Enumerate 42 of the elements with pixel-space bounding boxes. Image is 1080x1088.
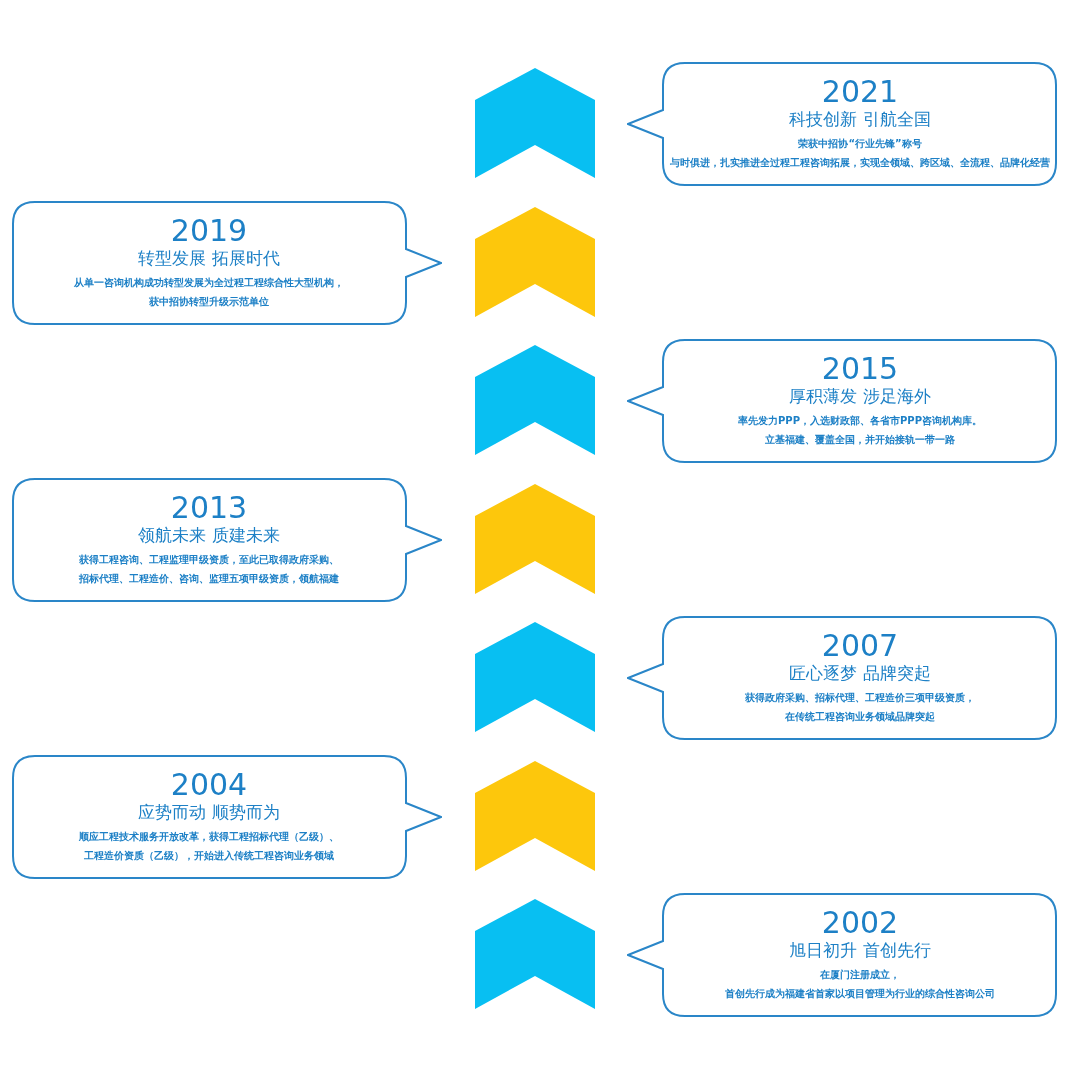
description: 工程造价资质（乙级），开始进入传统工程咨询业务领域: [84, 848, 334, 863]
speech-bubble: [12, 754, 442, 879]
speech-bubble: [12, 477, 442, 602]
subtitle: 应势而动 顺势而为: [138, 800, 280, 823]
chevron-block: [475, 483, 595, 594]
chevron-block: [475, 345, 595, 455]
description: 顺应工程技术服务开放改革，获得工程招标代理（乙级）、: [79, 829, 339, 844]
chevron-block: [475, 760, 595, 871]
speech-bubble: [627, 616, 1057, 740]
speech-bubble: [12, 200, 442, 325]
description: 招标代理、工程造价、咨询、监理五项甲级资质，领航福建: [79, 571, 339, 586]
description: 获得工程咨询、工程监理甲级资质，至此已取得政府采购、: [79, 552, 339, 567]
description: 在厦门注册成立，: [820, 968, 900, 982]
year-label: 2019: [170, 214, 248, 247]
year-label: 2013: [170, 491, 248, 524]
description: 在传统工程咨询业务领域品牌突起: [785, 710, 935, 724]
chevron-block: [475, 206, 595, 317]
chevron-block: [475, 899, 595, 1009]
description: 获得政府采购、招标代理、工程造价三项甲级资质，: [745, 691, 975, 705]
year-label: 2021: [821, 76, 899, 108]
subtitle: 厚积薄发 涉足海外: [789, 385, 931, 407]
chevron-block: [475, 622, 595, 732]
subtitle: 科技创新 引航全国: [789, 108, 931, 130]
description: 率先发力PPP，入选财政部、各省市PPP咨询机构库。: [738, 414, 982, 428]
subtitle: 转型发展 拓展时代: [138, 246, 280, 269]
speech-bubble: [627, 62, 1057, 186]
subtitle: 领航未来 质建未来: [138, 523, 280, 546]
description: 与时俱进，扎实推进全过程工程咨询拓展，实现全领域、跨区域、全流程、品牌化经营: [670, 156, 1050, 170]
year-label: 2004: [170, 768, 248, 801]
subtitle: 旭日初升 首创先行: [789, 939, 931, 961]
speech-bubble: [627, 893, 1057, 1017]
speech-bubble: [627, 339, 1057, 463]
description: 获中招协转型升级示范单位: [149, 294, 269, 309]
description: 立基福建、覆盖全国，并开始接轨一带一路: [765, 433, 955, 447]
chevron-block: [475, 68, 595, 178]
description: 首创先行成为福建省首家以项目管理为行业的综合性咨询公司: [725, 987, 995, 1001]
year-label: 2007: [821, 630, 899, 662]
description: 荣获中招协“行业先锋”称号: [798, 137, 922, 151]
subtitle: 匠心逐梦 品牌突起: [789, 662, 931, 684]
description: 从单一咨询机构成功转型发展为全过程工程综合性大型机构，: [74, 275, 344, 290]
year-label: 2002: [821, 907, 899, 939]
year-label: 2015: [821, 353, 899, 385]
